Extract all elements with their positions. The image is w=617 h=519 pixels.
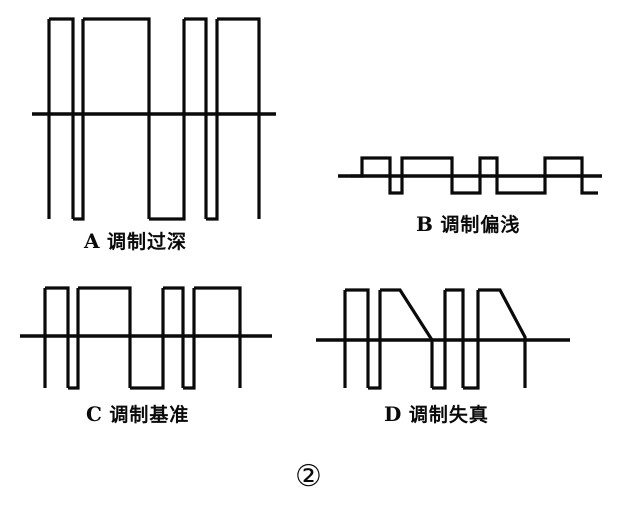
waveform-a-trace (47, 17, 261, 221)
waveform-caption-c-letter: C (86, 402, 103, 426)
waveform-caption-d-text: 调制失真 (408, 404, 489, 426)
waveform-d-graph (316, 288, 570, 390)
waveform-panel-d: D 调制失真 (312, 282, 592, 432)
waveform-caption-c-text: 调制基准 (109, 404, 190, 426)
waveform-caption-b: B 调制偏浅 (416, 210, 520, 237)
waveform-caption-c: C 调制基准 (86, 400, 189, 427)
waveform-caption-d: D 调制失真 (384, 400, 489, 427)
waveform-d-trace (343, 288, 527, 390)
page-number: ② (295, 459, 322, 494)
waveform-c-graph (20, 286, 272, 390)
waveform-caption-a-letter: A (84, 229, 101, 253)
waveform-caption-b-text: 调制偏浅 (440, 214, 521, 236)
waveform-caption-a: A 调制过深 (84, 227, 187, 254)
waveform-b-graph (338, 156, 602, 195)
waveform-panel-c: C 调制基准 (16, 282, 286, 432)
waveform-caption-b-letter: B (416, 212, 434, 236)
waveform-caption-d-letter: D (384, 402, 402, 426)
waveform-c-trace (43, 286, 242, 390)
waveform-panel-a: A 调制过深 (18, 8, 288, 253)
waveform-panel-b: B 调制偏浅 (334, 140, 609, 250)
waveform-caption-a-text: 调制过深 (107, 231, 188, 253)
waveform-b-trace (350, 156, 598, 195)
waveform-a-graph (32, 17, 276, 221)
